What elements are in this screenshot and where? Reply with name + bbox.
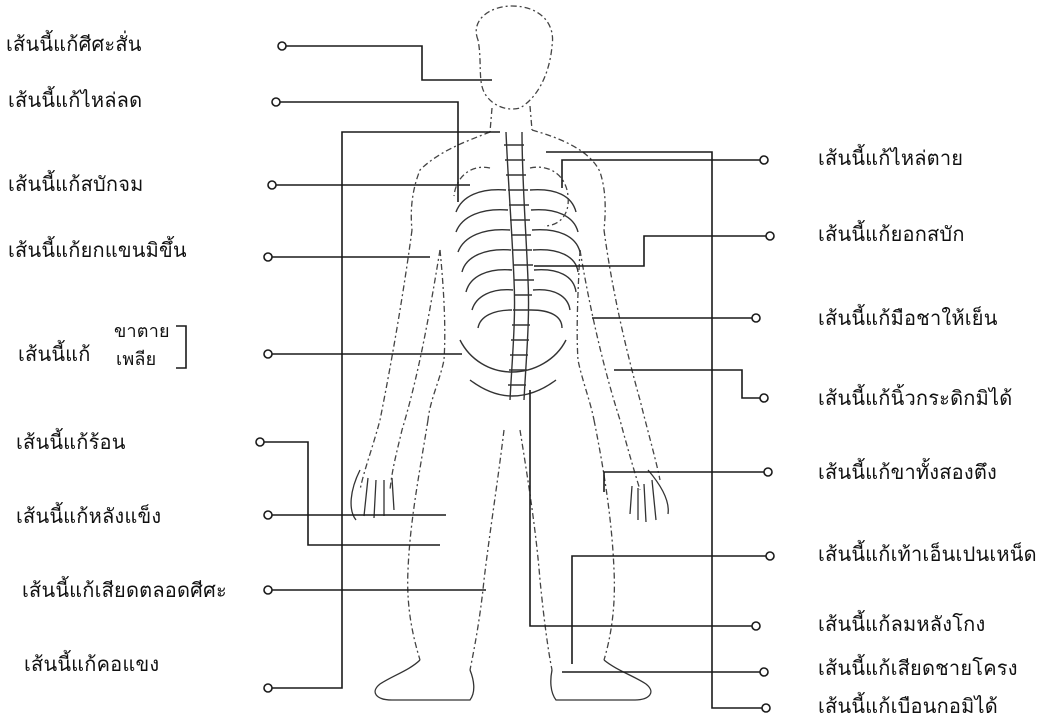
- label-right-7: เส้นนี้แก้ลมหลังโกง: [818, 612, 985, 636]
- label-right-9: เส้นนี้แก้เบือนกอมิได้: [818, 694, 998, 718]
- label-bracket-item-1: ขาตาย: [114, 320, 170, 344]
- label-right-8: เส้นนี้แก้เสียดชายโครง: [818, 656, 1018, 680]
- human-figure: [351, 6, 668, 700]
- label-right-3: เส้นนี้แก้มือชาให้เย็น: [818, 306, 998, 330]
- leader-lines-left: [264, 46, 500, 688]
- label-left-2: เส้นนี้แก้ไหล่ลด: [8, 88, 142, 112]
- label-right-5: เส้นนี้แก้ขาทั้งสองตึง: [818, 460, 997, 484]
- label-bracket-item-2: เพลีย: [116, 348, 156, 372]
- terminal-dots: [256, 42, 774, 712]
- label-left-8: เส้นนี้แก้เสียดตลอดศีศะ: [22, 578, 227, 602]
- label-bracket: [176, 326, 186, 368]
- label-left-6: เส้นนี้แก้ร้อน: [16, 430, 126, 454]
- label-right-1: เส้นนี้แก้ไหล่ตาย: [818, 146, 963, 170]
- label-right-6: เส้นนี้แก้เท้าเอ็นเปนเหน็ด: [818, 542, 1037, 566]
- label-left-4: เส้นนี้แก้ยกแขนมิขึ้น: [8, 238, 187, 262]
- label-left-5: เส้นนี้แก้: [18, 342, 91, 366]
- label-left-3: เส้นนี้แก้สบักจม: [8, 172, 144, 196]
- label-left-1: เส้นนี้แก้ศีศะสั่น: [6, 32, 142, 56]
- label-right-4: เส้นนี้แก้นิ้วกระดิกมิได้: [818, 386, 1012, 410]
- label-left-7: เส้นนี้แก้หลังแข็ง: [16, 504, 161, 528]
- label-right-2: เส้นนี้แก้ยอกสบัก: [818, 222, 965, 246]
- label-left-9: เส้นนี้แก้คอแขง: [24, 652, 159, 676]
